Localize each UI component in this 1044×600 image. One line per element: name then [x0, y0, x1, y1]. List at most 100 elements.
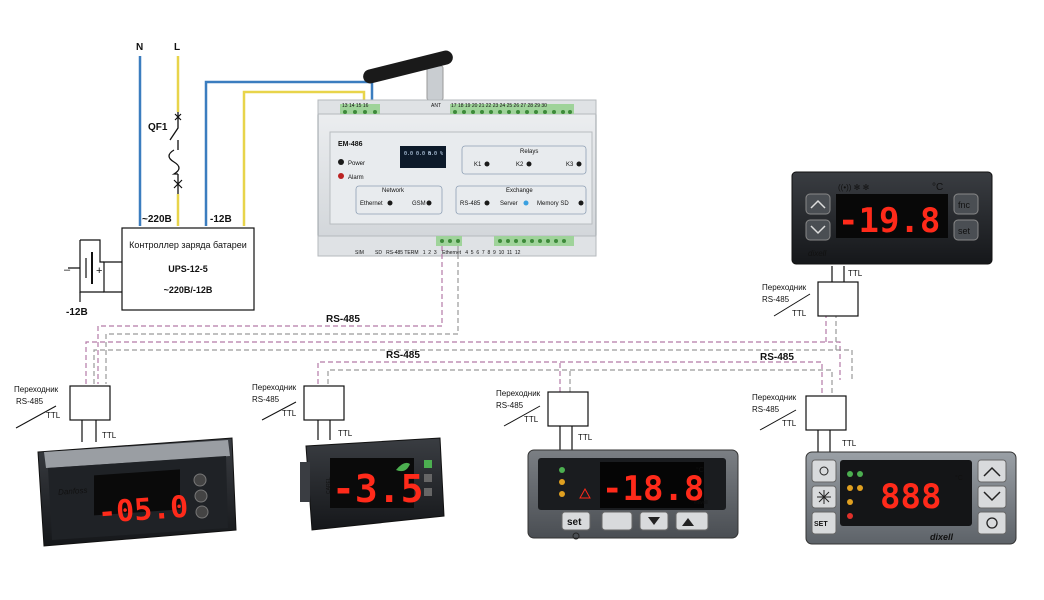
dixell-top-button-down[interactable] [805, 219, 831, 241]
alarm-led-label: Alarm [348, 175, 364, 181]
eliwell-power-icon [572, 532, 580, 540]
dixell-bottom-button-down[interactable] [977, 485, 1007, 509]
arrow-up-icon [682, 518, 694, 526]
snowflake-button-icon [817, 490, 831, 504]
chevron-down-icon [983, 491, 1001, 502]
bus-label-main: RS-485 [326, 314, 360, 325]
em486-model: EM-486 [338, 141, 363, 148]
dixell-bottom-button-light[interactable] [811, 459, 837, 483]
relay-k3: K3 [566, 162, 574, 168]
dixell-top-set-label: set [958, 226, 971, 236]
eliwell-button-set[interactable] [561, 511, 591, 531]
eliwell-screen [600, 462, 704, 508]
screen-line1: 0.0 0.0 h [404, 151, 431, 157]
battery-label: -12В [66, 307, 88, 318]
danfoss-brand: Danfoss [58, 486, 88, 497]
adapter-5-line2: RS-485 [762, 295, 790, 304]
antenna-icon [363, 50, 453, 101]
carel-button-2[interactable] [424, 474, 432, 482]
rs485-led-label: RS-485 [460, 201, 481, 207]
gsm-led-label: GSM [412, 201, 426, 207]
server-led-label: Server [500, 201, 518, 207]
line-label: L [174, 42, 180, 53]
terminals-top-left: 13 14 15 16 [342, 103, 369, 109]
bottom-terminal-labels: SIM SD RS-485 TERM 1 2 3 Ethernet 4 5 6 … [355, 250, 521, 256]
adapter-5-ttl-in: TTL [792, 309, 807, 318]
adapter-4-line2: RS-485 [752, 405, 780, 414]
ups-title: Контроллер заряда батареи [129, 240, 247, 250]
memory-sd-led-label: Memory SD [537, 201, 569, 207]
power-wiring: N L QF1 [136, 42, 374, 226]
adapter-4-line1: Переходник [752, 393, 797, 402]
terminals-top-right: 17 18 19 20 21 22 23 24 25 26 27 28 29 3… [451, 103, 547, 109]
dixell-top-button-fnc[interactable] [953, 193, 979, 215]
light-icon [819, 466, 829, 476]
carel-button-1[interactable] [424, 460, 432, 468]
adapter-5-ttl: TTL [848, 269, 863, 278]
adapter-3-ttl-in: TTL [524, 415, 539, 424]
adapter-3-ttl: TTL [578, 433, 593, 442]
dixell-top-screen [836, 194, 948, 238]
danfoss-button-set[interactable] [194, 489, 208, 503]
danfoss-button-down[interactable] [195, 505, 209, 519]
carel-display: -3.5 [332, 467, 424, 511]
adapter-3-line2: RS-485 [496, 401, 524, 410]
carel-button-3[interactable] [424, 488, 432, 496]
power-led-label: Power [348, 161, 365, 167]
adapter-4: Переходник RS-485 TTL TTL [752, 393, 857, 454]
eliwell-button-up[interactable] [675, 511, 709, 531]
controller-dixell-top: -19.8 °C ((•)) ✻ ✻ fnc set dixell [791, 171, 993, 265]
dixell-top-icons: ((•)) ✻ ✻ [838, 183, 870, 192]
relay-k1: K1 [474, 162, 482, 168]
power-led-icon [338, 159, 344, 165]
neutral-label: N [136, 42, 143, 53]
dixell-bottom-set-label: SET [814, 521, 828, 528]
em486-screen [400, 146, 446, 168]
network-label: Network [382, 188, 405, 194]
dixell-bottom-button-up[interactable] [977, 459, 1007, 483]
eliwell-button-blank[interactable] [601, 511, 633, 531]
controller-eliwell: -18.8 °C eliwell set [527, 449, 739, 540]
carel-brand: CAREL [326, 477, 332, 494]
adapter-3: Переходник RS-485 TTL TTL [496, 389, 593, 450]
eliwell-unit: °C [696, 466, 704, 474]
fan-icon [559, 479, 565, 485]
eliwell-set-label: set [567, 517, 582, 528]
adapter-4-ttl-in: TTL [782, 419, 797, 428]
eliwell-brand: eliwell [694, 500, 708, 506]
dixell-top-button-up[interactable] [805, 193, 831, 215]
dixell-top-display: -19.8 [838, 201, 940, 241]
alarm-led-icon [338, 173, 344, 179]
ant-label: ANT [431, 103, 441, 109]
adapter-1-ttl-in: TTL [46, 411, 61, 420]
breaker-qf1: QF1 [148, 112, 183, 194]
adapter-2-line1: Переходник [252, 383, 297, 392]
adapter-2: Переходник RS-485 TTL TTL [252, 383, 353, 440]
arrow-down-icon [648, 517, 660, 525]
adapter-1-ttl: TTL [102, 431, 117, 440]
adapter-1-line2: RS-485 [16, 397, 44, 406]
controller-danfoss: -05.0 Danfoss [37, 437, 237, 547]
ups-output-label: -12В [210, 214, 232, 225]
dixell-top-chevron-down-icon [810, 225, 826, 235]
danfoss-button-up[interactable] [193, 473, 207, 487]
defrost-icon [559, 491, 565, 497]
dixell-bottom-button-set[interactable] [811, 511, 837, 535]
ups-model: UPS-12-5 [168, 264, 208, 274]
bus-label-mid-left: RS-485 [386, 350, 420, 361]
exchange-label: Exchange [506, 188, 533, 194]
adapter-1-line1: Переходник [14, 385, 59, 394]
eliwell-display: -18.8 [602, 469, 704, 509]
dixell-bottom-button-power[interactable] [977, 511, 1007, 535]
battery-minus: – [64, 264, 71, 276]
top-terminals-left [340, 104, 380, 114]
relays-label: Relays [520, 149, 538, 155]
dixell-top-button-set[interactable] [953, 219, 979, 241]
adapter-3-line1: Переходник [496, 389, 541, 398]
breaker-label: QF1 [148, 122, 168, 133]
adapter-2-ttl: TTL [338, 429, 353, 438]
adapter-5-line1: Переходник [762, 283, 807, 292]
em486-neutral-feed [204, 80, 374, 226]
dixell-top-chevron-up-icon [810, 199, 826, 209]
